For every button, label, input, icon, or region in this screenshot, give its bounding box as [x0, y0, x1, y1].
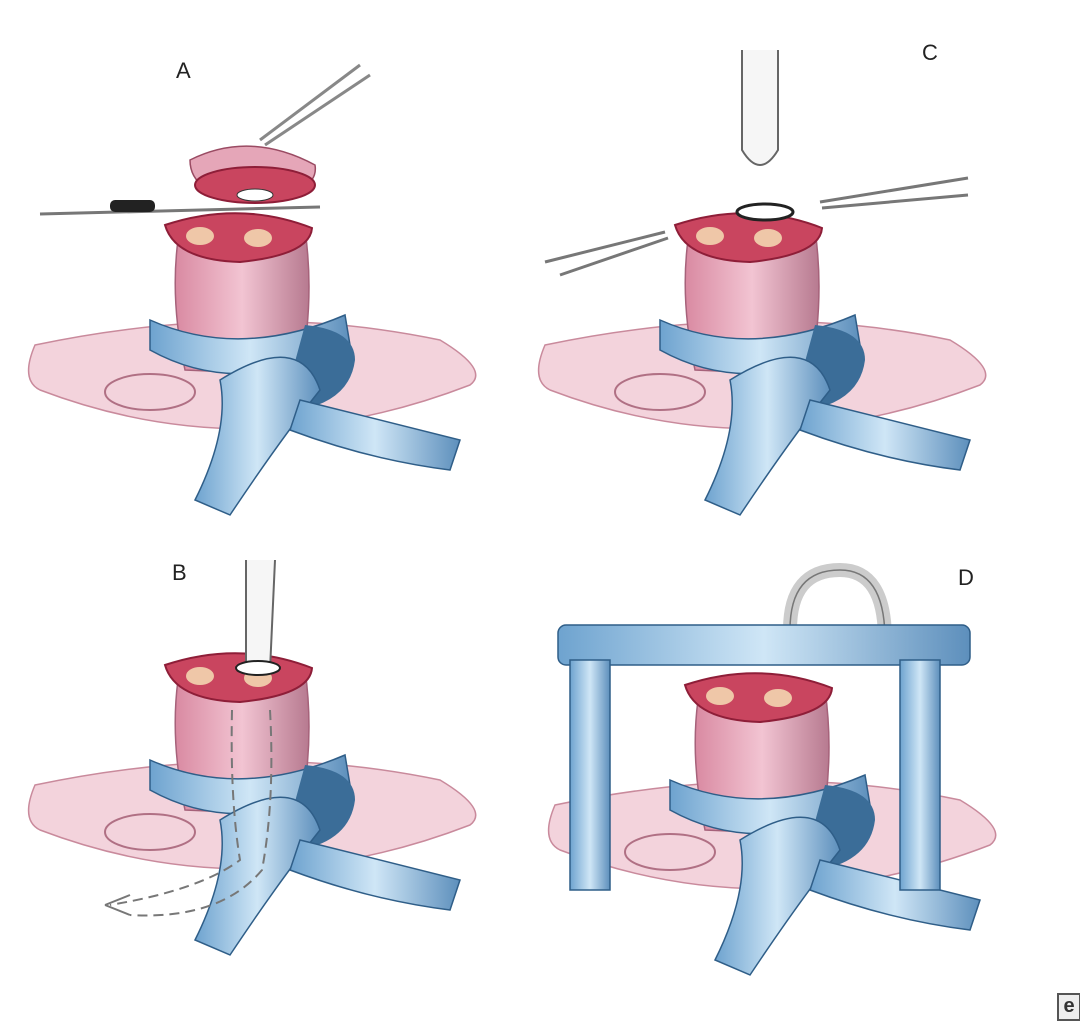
- panel-label-b: B: [172, 560, 187, 585]
- panel-a-drawing: [27, 63, 477, 516]
- panel-label-a: A: [176, 58, 191, 83]
- publisher-logo: e: [1057, 993, 1080, 1021]
- panel-label-d: D: [958, 565, 974, 590]
- panel-b-drawing: [27, 559, 477, 956]
- panel-label-c: C: [922, 40, 938, 65]
- panel-c-drawing: [537, 50, 987, 516]
- panel-d-drawing: [547, 562, 997, 976]
